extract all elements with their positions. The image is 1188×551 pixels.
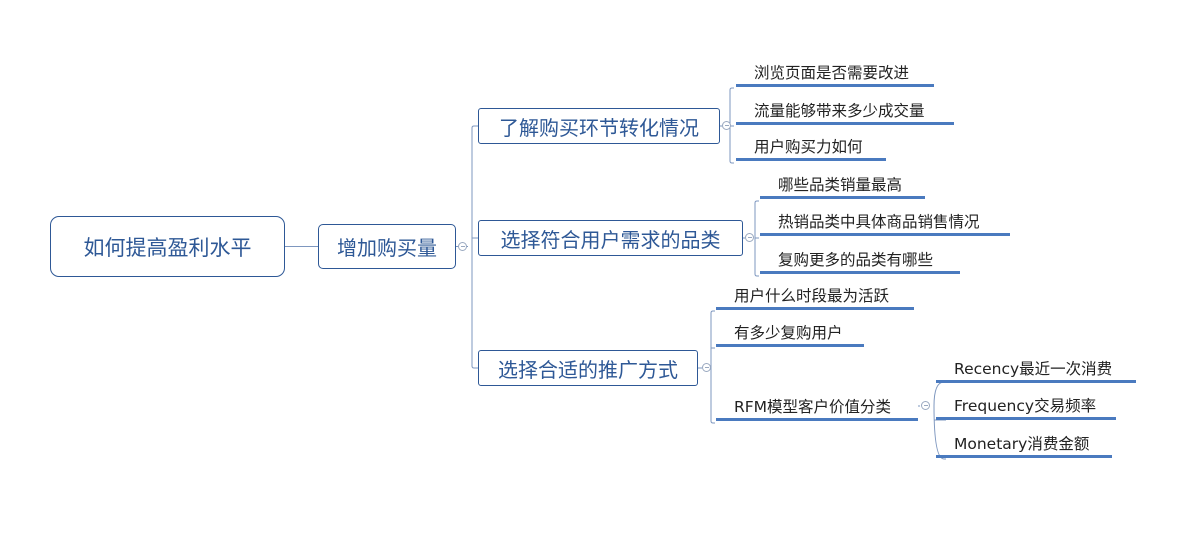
collapse-toggle-icon[interactable] [458,242,467,251]
leaf-node-label: 用户购买力如何 [754,138,863,156]
branch-node-conversion[interactable]: 了解购买环节转化情况 [478,108,720,144]
collapse-toggle-icon[interactable] [745,233,754,242]
collapse-toggle-icon[interactable] [921,401,930,410]
root-node[interactable]: 如何提高盈利水平 [50,216,285,277]
leaf-node[interactable]: 流量能够带来多少成交量 [736,100,954,125]
leaf-node-rfm[interactable]: RFM模型客户价值分类 [716,396,918,421]
level1-node[interactable]: 增加购买量 [318,224,456,269]
leaf-node[interactable]: Recency最近一次消费 [936,358,1136,383]
branch-node-promotion[interactable]: 选择合适的推广方式 [478,350,698,386]
level1-node-label: 增加购买量 [337,236,437,260]
root-node-label: 如何提高盈利水平 [83,235,252,260]
leaf-node-label: 流量能够带来多少成交量 [754,102,925,120]
branch-node-label: 了解购买环节转化情况 [499,115,699,140]
branch-node-category[interactable]: 选择符合用户需求的品类 [478,220,743,256]
leaf-node-label: 哪些品类销量最高 [778,176,903,194]
leaf-node-label: 用户什么时段最为活跃 [734,287,890,305]
branch-node-label: 选择合适的推广方式 [498,357,678,382]
leaf-node[interactable]: 有多少复购用户 [716,322,864,347]
leaf-node-label: 热销品类中具体商品销售情况 [778,213,980,231]
leaf-node[interactable]: 用户什么时段最为活跃 [716,285,914,310]
leaf-node-label: 复购更多的品类有哪些 [778,251,934,269]
collapse-toggle-icon[interactable] [702,363,711,372]
leaf-node[interactable]: Frequency交易频率 [936,395,1116,420]
leaf-node-label: RFM模型客户价值分类 [734,398,892,416]
leaf-node-label: Monetary消费金额 [954,435,1090,453]
leaf-node-label: Recency最近一次消费 [954,360,1113,378]
leaf-node[interactable]: Monetary消费金额 [936,433,1112,458]
collapse-toggle-icon[interactable] [722,121,731,130]
leaf-node[interactable]: 热销品类中具体商品销售情况 [760,211,1010,236]
leaf-node[interactable]: 用户购买力如何 [736,136,886,161]
branch-node-label: 选择符合用户需求的品类 [500,227,721,252]
leaf-node[interactable]: 复购更多的品类有哪些 [760,249,960,274]
leaf-node-label: 有多少复购用户 [734,324,843,342]
leaf-node[interactable]: 哪些品类销量最高 [760,174,925,199]
leaf-node[interactable]: 浏览页面是否需要改进 [736,62,934,87]
leaf-node-label: 浏览页面是否需要改进 [754,64,910,82]
leaf-node-label: Frequency交易频率 [954,397,1097,415]
